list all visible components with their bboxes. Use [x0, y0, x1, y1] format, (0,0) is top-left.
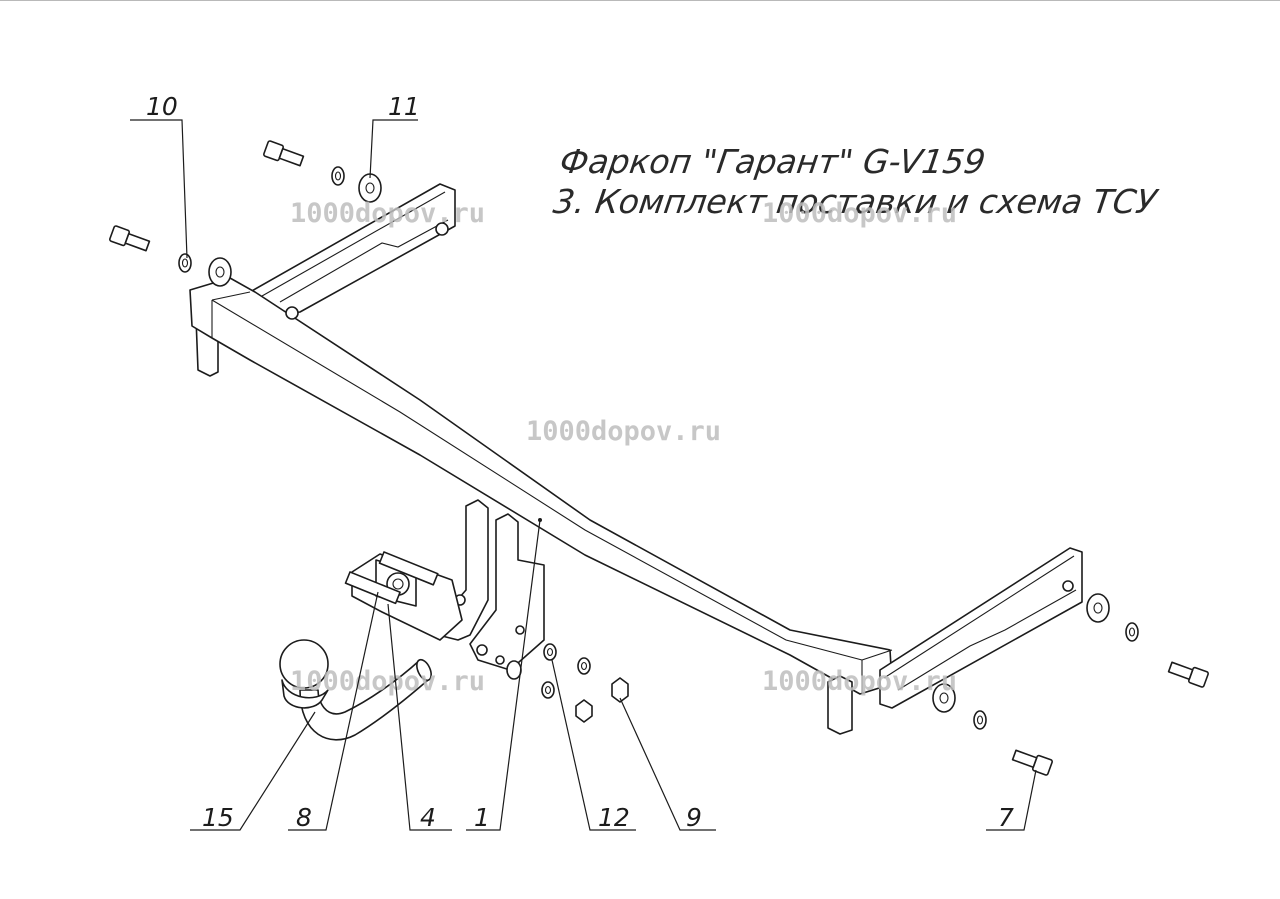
callout-number: 12 [598, 803, 630, 832]
callout-12: 12 [551, 659, 636, 832]
callout-number: 10 [146, 92, 178, 121]
watermark-text: 1000dopov.ru [526, 416, 721, 447]
callout-number: 8 [296, 803, 312, 832]
watermark-text: 1000dopov.ru [290, 198, 485, 229]
leader-dot [538, 518, 542, 522]
callout-number: 1 [474, 803, 490, 832]
watermark-text: 1000dopov.ru [762, 198, 957, 229]
title-line-2: 3. Комплект поставки и схема ТСУ [551, 182, 1161, 221]
bolt-right [1167, 661, 1209, 688]
callout-8: 8 [288, 591, 379, 832]
callout-10: 10 [130, 92, 188, 259]
callout-1: 1 [466, 518, 542, 832]
callout-number: 4 [420, 803, 436, 832]
callout-11: 11 [369, 92, 420, 179]
watermark-text: 1000dopov.ru [290, 666, 485, 697]
callout-9: 9 [619, 697, 716, 832]
tow-ball [279, 639, 432, 741]
callout-number: 15 [202, 803, 234, 832]
hitch-mounting-plates [439, 499, 545, 671]
callout-number: 9 [686, 803, 702, 832]
bolt-bottom-right [1011, 749, 1053, 776]
ball-mount-socket [344, 551, 463, 641]
callout-4: 4 [387, 603, 452, 832]
top-border [0, 0, 1280, 1]
main-cross-beam [189, 277, 893, 695]
bolt-left [109, 225, 151, 252]
callout-7: 7 [986, 769, 1037, 832]
callout-number: 11 [388, 92, 420, 121]
title-line-1: Фаркоп "Гарант" G-V159 [558, 142, 988, 181]
callout-number: 7 [998, 803, 1014, 832]
right-side-bracket [827, 547, 1083, 735]
drawing-title: Фаркоп "Гарант" G-V159 3. Комплект поста… [551, 142, 1161, 221]
watermark-text: 1000dopov.ru [762, 666, 957, 697]
bolt-top [263, 140, 305, 167]
callout-15: 15 [190, 711, 316, 832]
watermarks: 1000dopov.ru 1000dopov.ru 1000dopov.ru 1… [290, 198, 957, 697]
fasteners [178, 166, 1139, 730]
